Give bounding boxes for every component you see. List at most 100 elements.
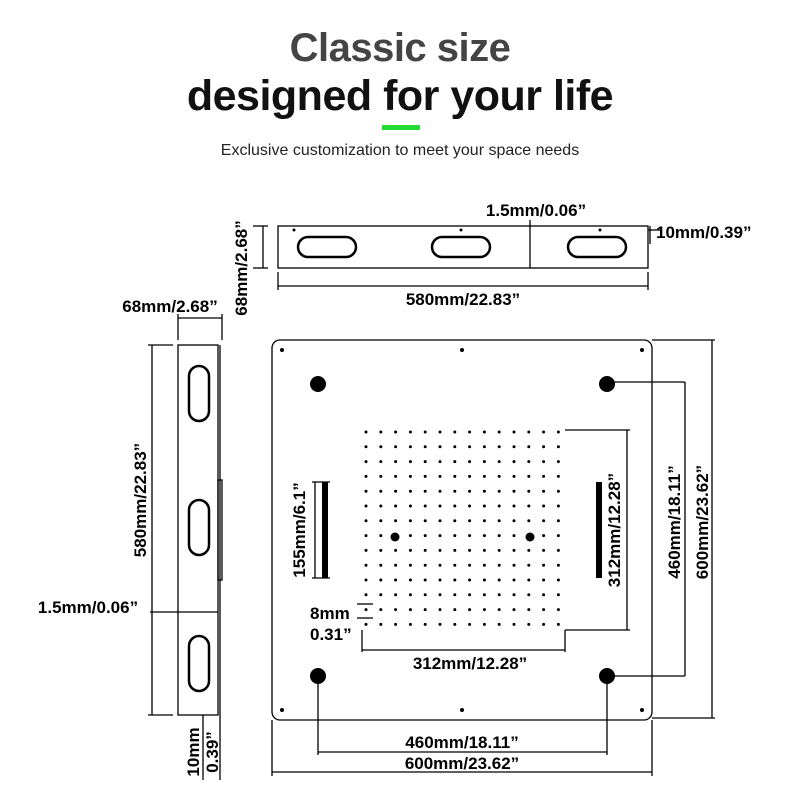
nozzle-dot (512, 534, 516, 538)
nozzle-dot (379, 430, 383, 434)
nozzle-dot (497, 504, 501, 508)
hole-spacing-height-label: 460mm/18.11” (665, 465, 684, 578)
nozzle-dot (379, 563, 383, 567)
nozzle-dot (394, 460, 398, 464)
nozzle-dot (556, 489, 560, 493)
nozzle-dot (423, 474, 427, 478)
nozzle-dot (423, 445, 427, 449)
mounting-hole-top-left (310, 376, 326, 392)
mounting-hole-top-right (599, 376, 615, 392)
top-slot-2 (430, 235, 492, 259)
nozzle-dot (542, 519, 546, 523)
nozzle-dot (438, 534, 442, 538)
nozzle-dot (556, 474, 560, 478)
nozzle-dot (497, 430, 501, 434)
nozzle-dot (512, 504, 516, 508)
nozzle-dot (423, 548, 427, 552)
nozzle-dot (423, 608, 427, 612)
led-length-label: 155mm/6.1” (290, 482, 309, 577)
nozzle-dot (482, 445, 486, 449)
nozzle-dot (453, 563, 457, 567)
nozzle-dot (468, 578, 472, 582)
nozzle-dot (364, 608, 368, 612)
nozzle-dot (556, 504, 560, 508)
nozzle-dot (379, 474, 383, 478)
top-depth-label: 10mm/0.39” (656, 223, 751, 242)
nozzle-dot (423, 578, 427, 582)
nozzle-dot (527, 489, 531, 493)
nozzle-dot (379, 608, 383, 612)
nozzle-dot (453, 548, 457, 552)
edge-dot (640, 348, 644, 352)
nozzle-dot (423, 622, 427, 626)
accent-bar (382, 125, 420, 130)
nozzle-dot (438, 622, 442, 626)
nozzle-dot (408, 534, 412, 538)
nozzle-dot (512, 445, 516, 449)
nozzle-dot (453, 593, 457, 597)
nozzle-dot (364, 563, 368, 567)
top-slot-1 (296, 235, 358, 259)
nozzle-dot (512, 563, 516, 567)
front-view (271, 339, 715, 776)
nozzle-dot (482, 593, 486, 597)
nozzle-dot (423, 519, 427, 523)
nozzle-dot (408, 548, 412, 552)
nozzle-dot (527, 504, 531, 508)
nozzle-dot (394, 489, 398, 493)
nozzle-dot (394, 504, 398, 508)
nozzle-dot (512, 474, 516, 478)
nozzle-dot (438, 504, 442, 508)
nozzle-dot (497, 622, 501, 626)
nozzle-dot (497, 608, 501, 612)
nozzle-dot (408, 489, 412, 493)
nozzle-dot (512, 519, 516, 523)
nozzle-dot (408, 563, 412, 567)
nozzle-dot (364, 519, 368, 523)
nozzle-dot (408, 474, 412, 478)
nozzle-dot (542, 445, 546, 449)
nozzle-dot (364, 534, 368, 538)
nozzle-dot (394, 548, 398, 552)
side-slot-1 (187, 364, 211, 423)
side-slot-3 (187, 634, 211, 693)
nozzle-dot (497, 534, 501, 538)
nozzle-dot (497, 519, 501, 523)
top-height-label: 68mm/2.68” (232, 220, 251, 315)
panel-width-label: 600mm/23.62” (405, 754, 519, 773)
nozzle-dot (542, 534, 546, 538)
nozzle-dot (482, 430, 486, 434)
nozzle-dot (438, 474, 442, 478)
nozzle-dot (556, 445, 560, 449)
side-slot-2 (187, 498, 211, 557)
nozzle-dot (497, 548, 501, 552)
nozzle-dot (453, 622, 457, 626)
nozzle-dot (453, 445, 457, 449)
nozzle-dot (482, 474, 486, 478)
nozzle-dot (482, 578, 486, 582)
top-dot (292, 228, 296, 232)
nozzle-dot (438, 608, 442, 612)
nozzle-dot (364, 622, 368, 626)
nozzle-dot (379, 504, 383, 508)
side-view-outline (177, 344, 219, 716)
nozzle-spacing-label-2: 0.31” (310, 625, 352, 644)
side-depth-label-1: 10mm (184, 727, 203, 776)
front-panel-outline (271, 339, 653, 721)
led-strip-right (596, 482, 602, 578)
nozzle-dot (556, 563, 560, 567)
nozzle-dot (379, 445, 383, 449)
nozzle-dot (512, 460, 516, 464)
nozzle-dot (497, 474, 501, 478)
nozzle-dot (527, 563, 531, 567)
nozzle-dot (542, 489, 546, 493)
mounting-hole-bottom-left (310, 668, 326, 684)
nozzle-dot (542, 430, 546, 434)
nozzle-dot (394, 474, 398, 478)
nozzle-dot (556, 622, 560, 626)
nozzle-dot (423, 430, 427, 434)
nozzle-dot (423, 489, 427, 493)
nozzle-dot (438, 578, 442, 582)
nozzle-dot (482, 608, 486, 612)
nozzle-dot (438, 563, 442, 567)
